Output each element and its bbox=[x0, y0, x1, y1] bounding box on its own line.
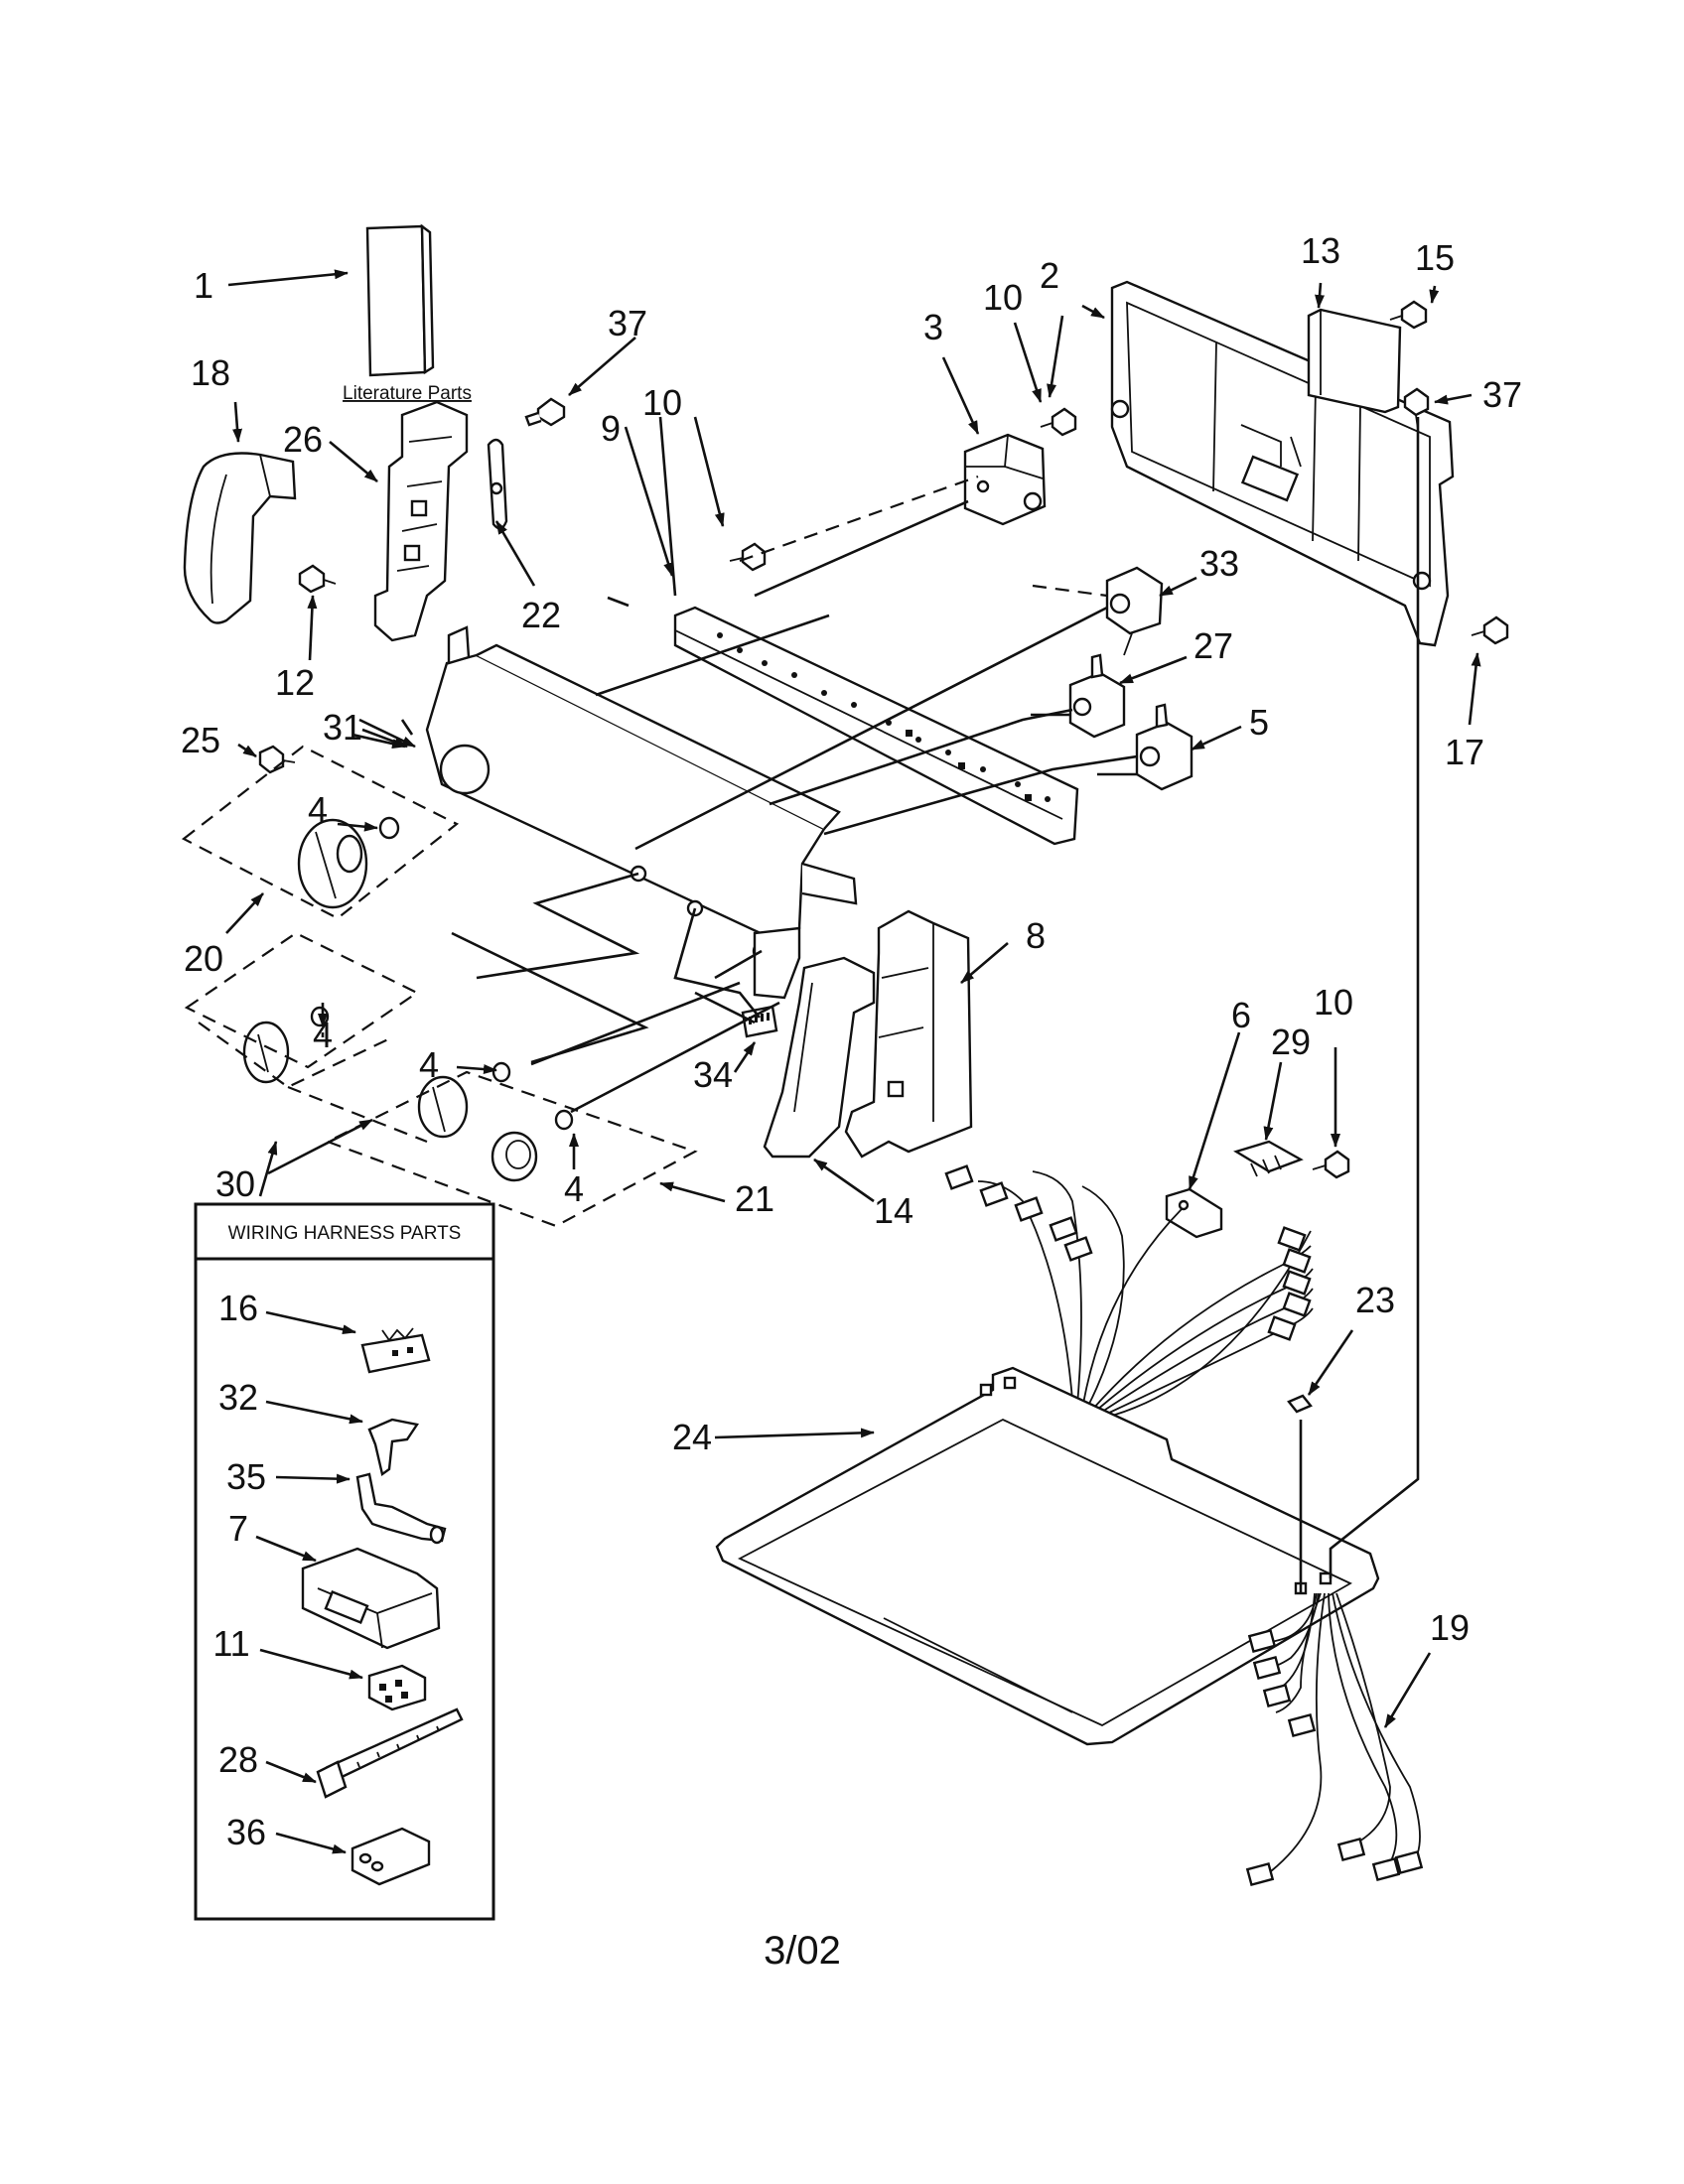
revision-date: 3/02 bbox=[764, 1929, 841, 1973]
callout-10-mid: 10 bbox=[642, 382, 682, 423]
left-bracket-part bbox=[373, 400, 469, 642]
callout-37-left: 37 bbox=[608, 303, 647, 343]
wiring-part-36 bbox=[351, 1827, 431, 1886]
wiring-box-title: WIRING HARNESS PARTS bbox=[228, 1223, 462, 1244]
callout-3: 3 bbox=[923, 307, 943, 347]
knob-part bbox=[491, 1131, 538, 1182]
end-cap-left-part bbox=[183, 452, 297, 624]
wiring-part-35 bbox=[355, 1472, 447, 1545]
callout-29: 29 bbox=[1271, 1022, 1311, 1062]
dashed-group-knob-21 bbox=[287, 1070, 698, 1228]
callout-34: 34 bbox=[693, 1054, 733, 1095]
knob-insert-part bbox=[491, 1061, 511, 1083]
literature-parts-caption: Literature Parts bbox=[343, 383, 472, 404]
wiring-part-7 bbox=[301, 1547, 441, 1650]
switch-part bbox=[1135, 703, 1193, 791]
callout-24: 24 bbox=[672, 1417, 712, 1457]
callout-22: 22 bbox=[521, 595, 561, 635]
wire-clip-part bbox=[1287, 1394, 1313, 1414]
callout-15: 15 bbox=[1415, 237, 1455, 278]
knob-insert-part bbox=[378, 816, 400, 840]
callout-7: 7 bbox=[228, 1508, 248, 1549]
callout-4-d: 4 bbox=[564, 1168, 584, 1209]
wiring-part-28 bbox=[316, 1707, 464, 1799]
callout-12: 12 bbox=[275, 662, 315, 703]
callout-20: 20 bbox=[184, 938, 223, 979]
screw-part bbox=[524, 397, 566, 427]
callout-8: 8 bbox=[1026, 915, 1046, 956]
callout-6: 6 bbox=[1231, 995, 1251, 1035]
screw-part bbox=[1312, 1150, 1350, 1179]
screw-part bbox=[298, 564, 337, 594]
callout-25: 25 bbox=[181, 720, 220, 760]
dashed-group-knob-30 bbox=[184, 931, 420, 1089]
connector-part bbox=[1165, 1187, 1223, 1239]
wiring-part-11 bbox=[367, 1664, 427, 1711]
dashed-group-knob-20 bbox=[181, 745, 460, 920]
callout-10-low: 10 bbox=[1314, 982, 1353, 1023]
callout-26: 26 bbox=[283, 419, 323, 460]
callout-27: 27 bbox=[1193, 625, 1233, 666]
callout-4-c: 4 bbox=[419, 1044, 439, 1085]
callout-5: 5 bbox=[1249, 702, 1269, 743]
wiring-harness-part bbox=[1245, 1592, 1424, 1887]
callout-14: 14 bbox=[874, 1190, 913, 1231]
screw-part bbox=[258, 745, 296, 774]
rear-panel-part bbox=[1110, 280, 1455, 647]
callout-13: 13 bbox=[1301, 230, 1340, 271]
knob-insert-part bbox=[554, 1109, 574, 1131]
callout-23: 23 bbox=[1355, 1280, 1395, 1320]
callout-10-top: 10 bbox=[983, 277, 1023, 318]
callout-leader-lines bbox=[225, 269, 1481, 1854]
callout-4-b: 4 bbox=[313, 1015, 333, 1055]
small-bracket-part bbox=[1307, 308, 1402, 414]
screw-part bbox=[1389, 300, 1428, 330]
wiring-part-32 bbox=[367, 1418, 419, 1477]
callout-2: 2 bbox=[1040, 255, 1059, 296]
screw-part bbox=[1040, 407, 1077, 437]
circuit-board-part bbox=[1233, 1140, 1304, 1177]
callout-9: 9 bbox=[601, 408, 621, 449]
callout-19: 19 bbox=[1430, 1607, 1470, 1648]
switch-part bbox=[1105, 566, 1164, 656]
literature-booklet-part bbox=[365, 223, 435, 377]
wiring-harness-part bbox=[944, 1164, 1314, 1417]
callout-31: 31 bbox=[323, 707, 362, 748]
callout-17: 17 bbox=[1445, 732, 1484, 772]
callout-16: 16 bbox=[218, 1288, 258, 1328]
console-panel-part bbox=[425, 625, 858, 1000]
callout-32: 32 bbox=[218, 1377, 258, 1418]
screw-part bbox=[729, 542, 767, 572]
wiring-harness-parts-box: WIRING HARNESS PARTS bbox=[194, 1202, 495, 1921]
callout-1: 1 bbox=[194, 265, 213, 306]
callout-35: 35 bbox=[226, 1456, 266, 1497]
callout-33: 33 bbox=[1199, 543, 1239, 584]
switch-assembly-part bbox=[963, 433, 1047, 526]
end-cap-right-part bbox=[763, 956, 876, 1159]
knob-part bbox=[242, 1021, 290, 1084]
callout-4-a: 4 bbox=[308, 789, 328, 830]
display-module-part bbox=[741, 1005, 778, 1038]
screw-part bbox=[1471, 615, 1509, 645]
assembly-guide-lines bbox=[451, 417, 1420, 1593]
knob-part bbox=[297, 818, 368, 909]
callout-labels: 1 Literature Parts 2 3 10 13 15 37 17 37… bbox=[181, 230, 1522, 1852]
right-bracket-part bbox=[844, 909, 973, 1159]
callout-36: 36 bbox=[226, 1812, 266, 1852]
callout-21: 21 bbox=[735, 1178, 774, 1219]
clip-part bbox=[487, 438, 508, 530]
switch-part bbox=[1068, 653, 1126, 739]
callout-30: 30 bbox=[215, 1163, 255, 1204]
callout-37-right: 37 bbox=[1482, 374, 1522, 415]
callout-18: 18 bbox=[191, 352, 230, 393]
callout-28: 28 bbox=[218, 1739, 258, 1780]
wiring-part-16 bbox=[360, 1327, 431, 1374]
knob-part bbox=[417, 1075, 469, 1139]
top-cover-part bbox=[715, 1366, 1380, 1746]
callout-11: 11 bbox=[212, 1623, 249, 1664]
